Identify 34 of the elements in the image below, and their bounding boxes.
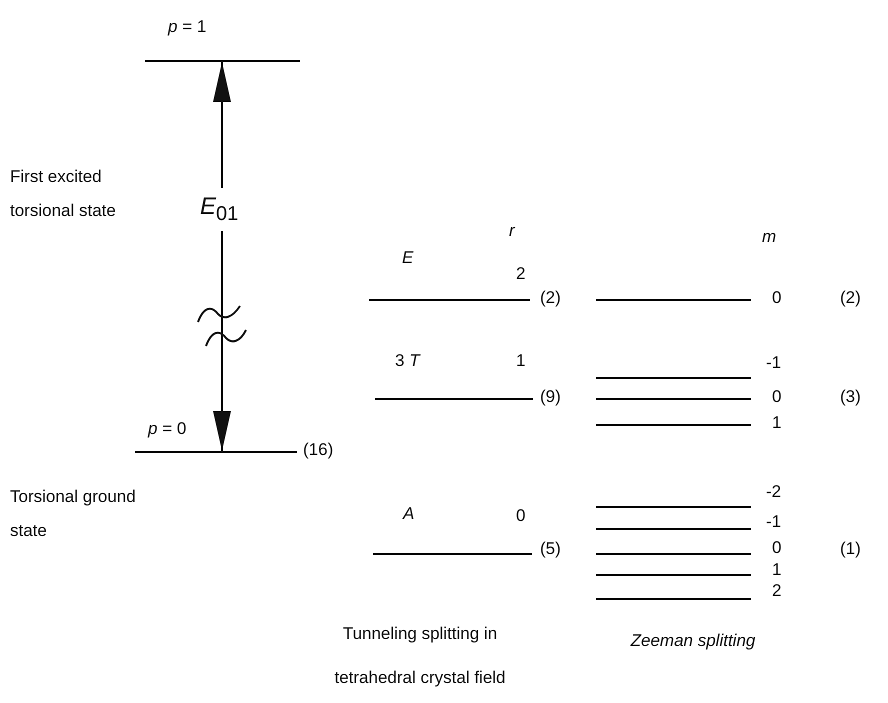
level-label: p = 0: [148, 420, 186, 439]
arrow: [213, 62, 231, 451]
level-label: 2: [772, 582, 782, 601]
level-label: p = 1: [168, 18, 206, 37]
level-label: r: [509, 222, 515, 241]
level-label: -2: [766, 483, 782, 502]
level-label: (2): [540, 289, 561, 308]
level-label: (9): [540, 388, 561, 407]
energy-level-line: [135, 451, 297, 453]
level-label: 0: [772, 539, 782, 558]
level-label: 2: [516, 265, 526, 284]
level-label: 3 T: [395, 352, 420, 371]
level-label: 0: [516, 507, 526, 526]
caption-text: Zeeman splitting: [629, 630, 756, 652]
caption-text: Tunneling splitting in tetrahedral crystal field: [333, 623, 507, 689]
level-label: (16): [303, 441, 334, 460]
level-label: 1: [516, 352, 526, 371]
level-label: (1): [840, 540, 861, 559]
level-label: (3): [840, 388, 861, 407]
edge-label: E$_{01}$: [200, 188, 238, 231]
level-label: m: [762, 228, 776, 247]
state-label: Torsional ground state: [10, 486, 137, 542]
state-label: First excited torsional state: [10, 166, 117, 222]
level-label: 0: [772, 388, 782, 407]
level-label: (2): [840, 289, 861, 308]
level-label: 0: [772, 289, 782, 308]
level-label: (5): [540, 540, 561, 559]
energy-level-line: [145, 60, 300, 62]
level-label: E: [402, 249, 414, 268]
level-label: 1: [772, 561, 782, 580]
level-label: 1: [772, 414, 782, 433]
level-label: -1: [766, 354, 782, 373]
level-label: A: [403, 505, 414, 524]
level-label: -1: [766, 513, 782, 532]
